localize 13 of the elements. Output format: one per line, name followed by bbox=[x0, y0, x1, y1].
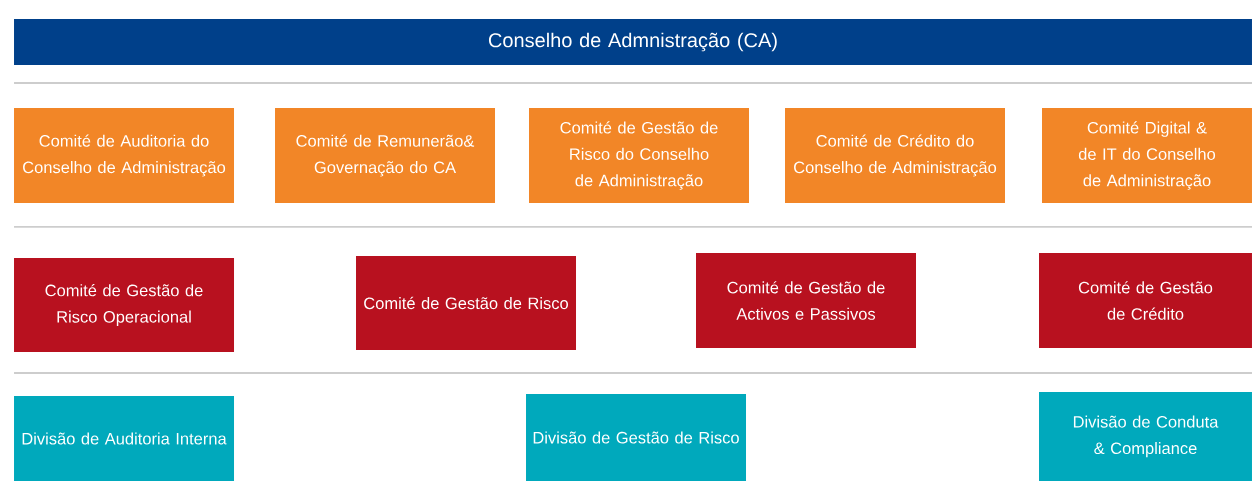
division-box: Divisão de Auditoria Interna bbox=[14, 396, 234, 481]
committee-box: Comité de Gestão de Risco do Conselho de Administração bbox=[529, 108, 749, 203]
committee-box: Comité de Gestão de Crédito bbox=[1039, 253, 1252, 348]
title-band: Conselho de Admnistração (CA) bbox=[14, 19, 1252, 65]
division-box: Divisão de Conduta & Compliance bbox=[1039, 392, 1252, 481]
committee-box: Comité de Auditoria do Conselho de Administração bbox=[14, 108, 234, 203]
committee-box: Comité Digital & de IT do Conselho de Administração bbox=[1042, 108, 1252, 203]
committee-box: Comité de Gestão de Activos e Passivos bbox=[696, 253, 916, 348]
committee-box: Comité de Remunerão& Governação do CA bbox=[275, 108, 495, 203]
committee-box: Comité de Gestão de Risco Operacional bbox=[14, 258, 234, 352]
committee-box: Comité de Crédito do Conselho de Administração bbox=[785, 108, 1005, 203]
committee-box: Comité de Gestão de Risco bbox=[356, 256, 576, 350]
division-box: Divisão de Gestão de Risco bbox=[526, 394, 746, 481]
